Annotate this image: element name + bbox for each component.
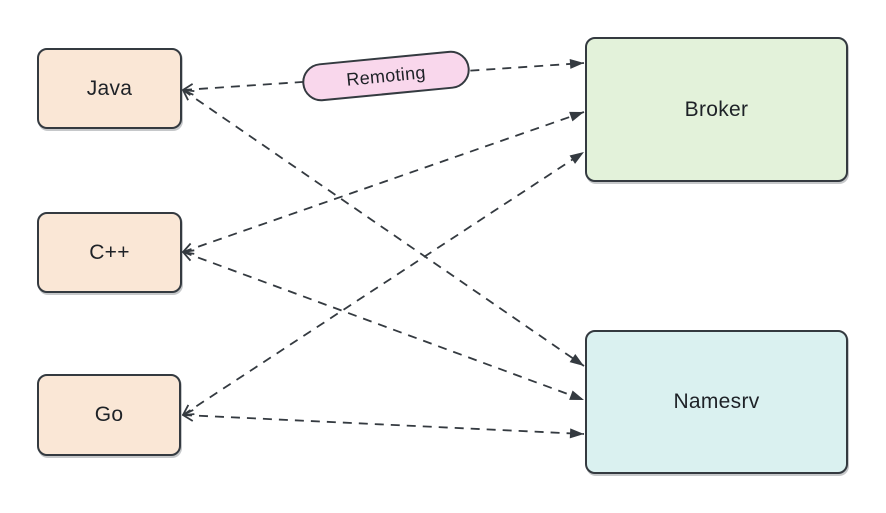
edge-cpp-namesrv: [183, 252, 585, 401]
node-cpp: C++: [37, 212, 182, 293]
node-namesrv-label: Namesrv: [673, 390, 760, 413]
edge-cpp-broker: [183, 111, 585, 252]
edge-label-remoting-text: Remoting: [345, 61, 427, 90]
edge-go-broker: [183, 151, 585, 415]
node-java-label: Java: [86, 76, 133, 100]
edge-go-namesrv: [183, 415, 585, 434]
node-namesrv: Namesrv: [585, 330, 848, 474]
node-cpp-label: C++: [89, 240, 130, 264]
node-broker: Broker: [585, 37, 848, 182]
node-go-label: Go: [94, 403, 124, 426]
node-go: Go: [37, 374, 181, 456]
node-java: Java: [37, 48, 182, 129]
node-broker-label: Broker: [684, 97, 749, 121]
edge-java-namesrv: [183, 90, 585, 367]
